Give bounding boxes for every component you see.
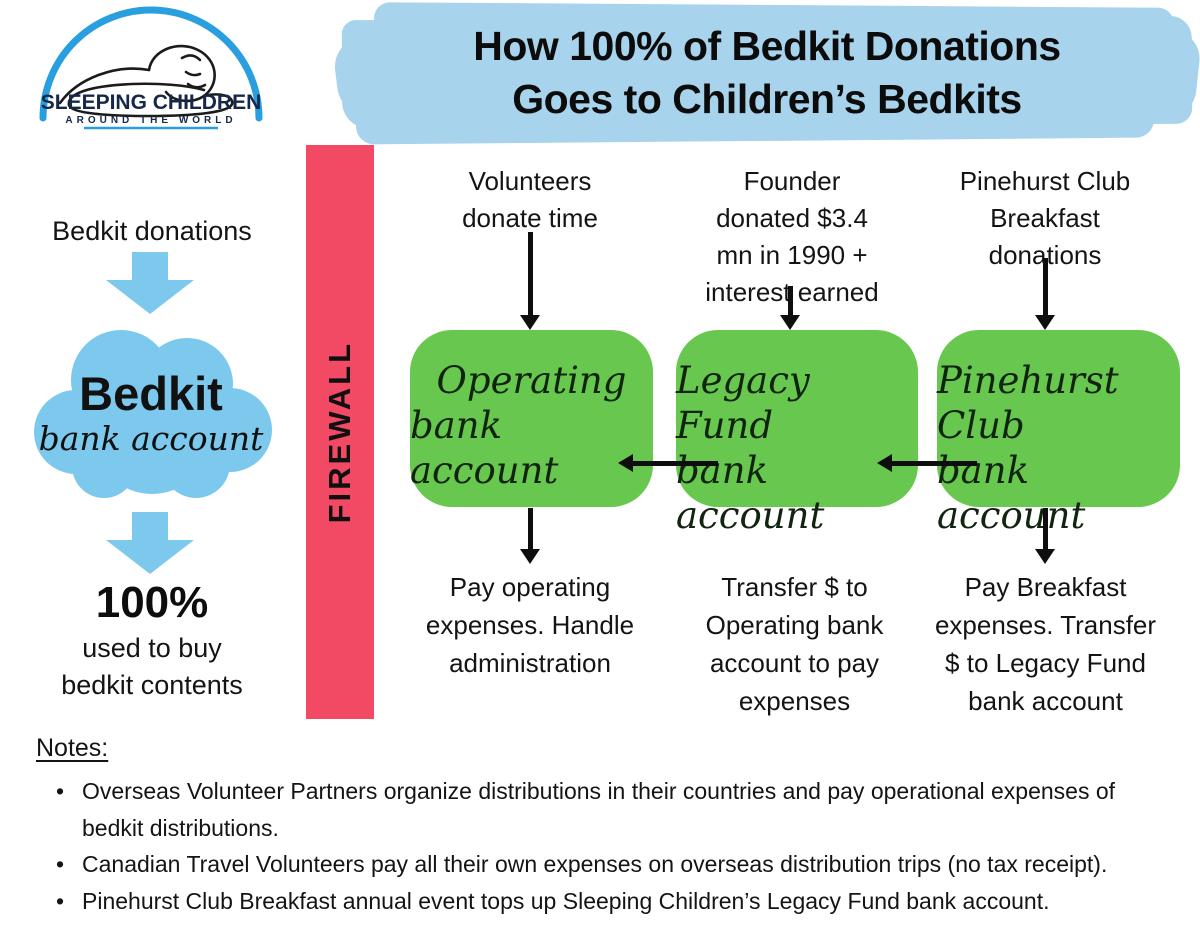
down-arrow-icon <box>106 252 194 314</box>
legacy-fund-bank-account-box: Legacy Fund bank account <box>676 330 918 537</box>
note-item: Pinehurst Club Breakfast annual event to… <box>36 883 1174 920</box>
pinehurst-output-label: Pay Breakfast expenses. Transfer $ to Le… <box>934 572 1157 716</box>
left-arrow-icon <box>877 454 977 472</box>
legacy-account-name: Legacy Fund <box>676 359 810 447</box>
scaw-logo: SLEEPING CHILDREN AROUND THE WORLD <box>39 6 263 130</box>
note-item: Overseas Volunteer Partners organize dis… <box>36 773 1174 846</box>
down-arrow-icon <box>520 232 540 330</box>
down-arrow-icon <box>520 508 540 564</box>
pinehurst-account-name: Pinehurst Club <box>937 359 1119 447</box>
bedkit-bank-account-cloud: Bedkit bank account <box>24 314 278 508</box>
down-arrow-icon <box>106 512 194 574</box>
cloud-shape <box>34 330 272 498</box>
operating-account-name: Operating <box>436 359 627 402</box>
pinehurst-input-label: Pinehurst Club Breakfast donations <box>959 166 1131 270</box>
sleeping-child-drawing <box>58 44 234 118</box>
hundred-percent-caption: used to buy bedkit contents <box>61 633 243 700</box>
firewall-label: FIREWALL <box>322 340 357 524</box>
down-arrow-icon <box>1035 508 1055 564</box>
logo-name-line1: SLEEPING CHILDREN <box>41 91 262 114</box>
bedkit-donations-label: Bedkit donations <box>52 216 252 246</box>
firewall-bar: FIREWALL <box>306 145 374 719</box>
notes-heading: Notes: <box>36 734 109 762</box>
notes-list: Overseas Volunteer Partners organize dis… <box>36 773 1174 927</box>
left-arrow-icon <box>618 454 718 472</box>
down-arrow-icon <box>1035 258 1055 330</box>
title-banner: How 100% of Bedkit Donations Goes to Chi… <box>331 2 1200 145</box>
hundred-percent-value: 100% <box>95 578 209 627</box>
page-title-line1: How 100% of Bedkit Donations <box>473 23 1061 69</box>
cloud-text: Bedkit bank account <box>24 314 278 508</box>
page-title: How 100% of Bedkit Donations Goes to Chi… <box>336 2 1198 144</box>
bedkit-account-name: Bedkit <box>79 367 223 420</box>
page-title-line2: Goes to Children’s Bedkits <box>512 76 1022 122</box>
note-item: Canadian Travel Volunteers pay all their… <box>36 846 1174 883</box>
legacy-output-label: Transfer $ to Operating bank account to … <box>705 572 884 716</box>
note-item: See our audited financial statements at … <box>36 919 1174 927</box>
operating-input-label: Volunteers donate time <box>462 166 598 233</box>
legacy-account-type: bank account <box>676 449 825 537</box>
pinehurst-account-type: bank account <box>937 449 1086 537</box>
logo-name-line2: AROUND THE WORLD <box>65 115 236 126</box>
operating-output-label: Pay operating expenses. Handle administr… <box>425 572 635 678</box>
pinehurst-club-bank-account-box: Pinehurst Club bank account <box>937 330 1180 537</box>
bedkit-account-type: bank account <box>38 419 264 458</box>
down-arrow-icon <box>780 286 800 330</box>
logo-arc <box>39 6 263 122</box>
legacy-input-label: Founder donated $3.4 mn in 1990 + intere… <box>705 166 879 307</box>
operating-account-type: bank account <box>410 404 559 492</box>
notes-section: Notes: Overseas Volunteer Partners organ… <box>36 734 1174 927</box>
operating-bank-account-box: Operating bank account <box>410 330 653 507</box>
